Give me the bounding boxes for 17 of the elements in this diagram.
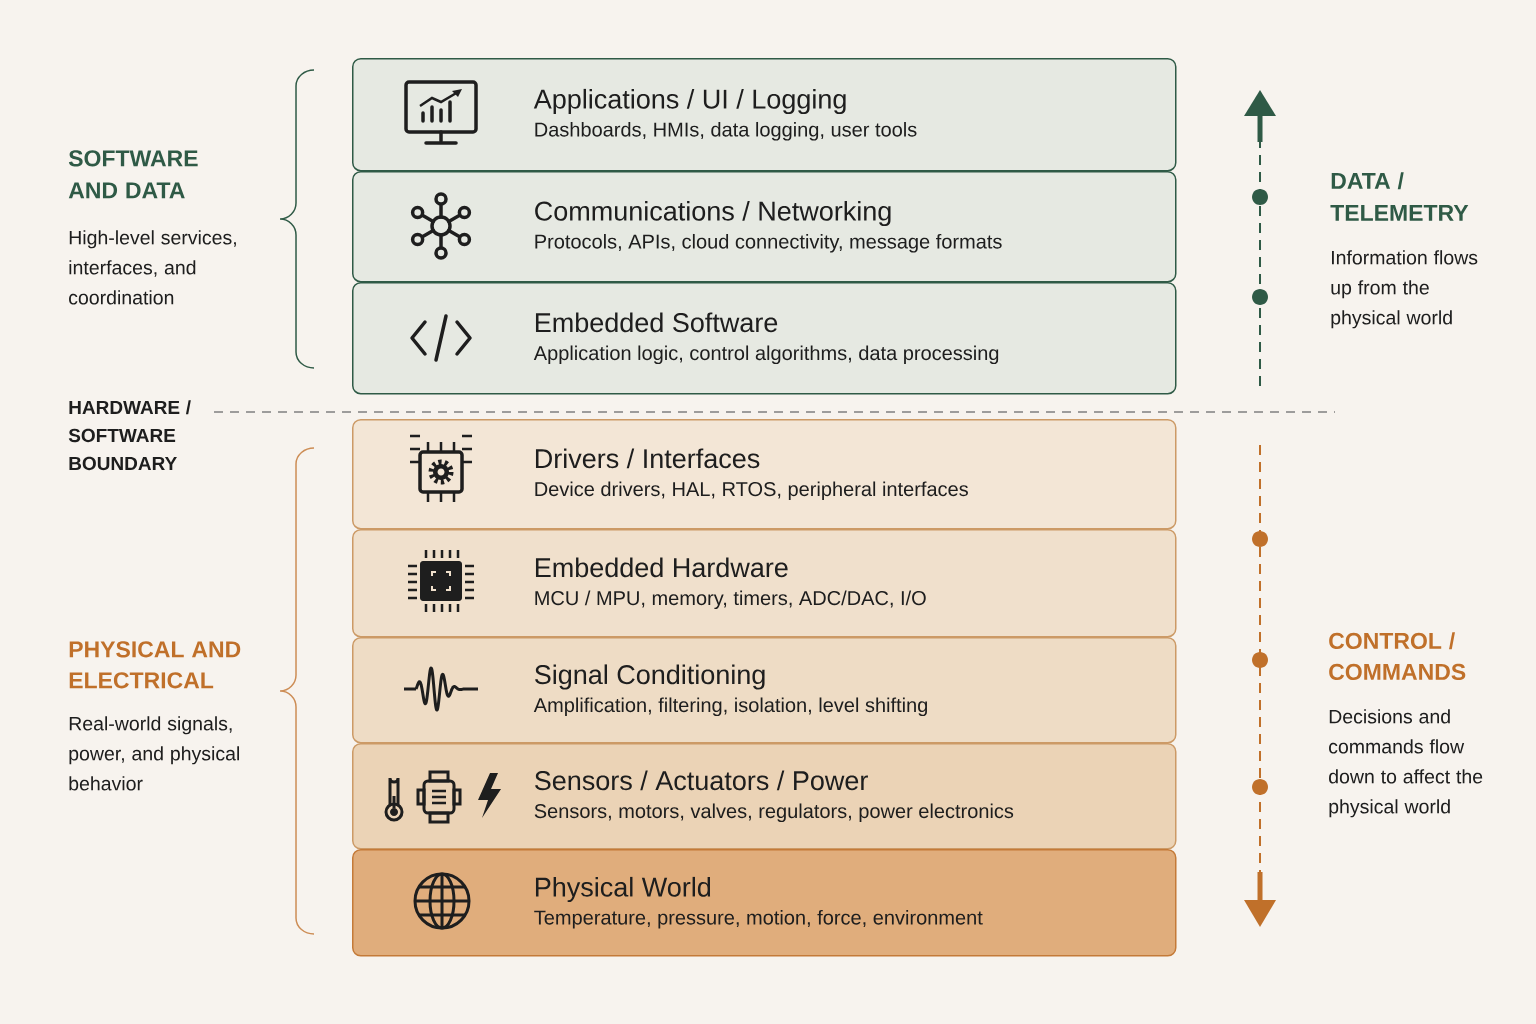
layer-box: Physical World Temperature, pressure, motion, force, environment <box>352 849 1177 957</box>
side-text: Information flows up from the physical world <box>1331 250 1478 329</box>
layer-box: Communications / Networking Protocols, APIs, cloud connectivity, message formats <box>352 171 1177 283</box>
side-text: CONTROL / COMMANDS <box>1329 632 1466 681</box>
layer-box: Embedded Software Application logic, control algorithms, data processing <box>352 282 1177 395</box>
layer-box: Drivers / Interfaces Device drivers, HAL, RTOS, peripheral interfaces <box>352 419 1177 530</box>
side-text: DATA / TELEMETRY <box>1330 172 1469 221</box>
layer-box: Sensors / Actuators / Power Sensors, motors, valves, regulators, power electronics <box>352 743 1177 850</box>
layer-box: Applications / UI / Logging Dashboards, HMIs, data logging, user tools <box>352 58 1177 172</box>
side-text: SOFTWARE AND DATA <box>68 150 198 199</box>
side-text: PHYSICAL AND ELECTRICAL <box>69 641 241 689</box>
side-text: Decisions and commands flow down to affect the physical world <box>1329 709 1483 818</box>
layer-box: Embedded Hardware MCU / MPU, memory, timers, ADC/DAC, I/O <box>352 529 1177 638</box>
side-text: High-level services, interfaces, and coordination <box>69 230 236 305</box>
layer-box: Signal Conditioning Amplification, filtering, isolation, level shifting <box>352 637 1177 744</box>
side-text: Real-world signals, power, and physical behavior <box>69 716 239 791</box>
side-text: HARDWARE / SOFTWARE BOUNDARY <box>68 400 191 471</box>
